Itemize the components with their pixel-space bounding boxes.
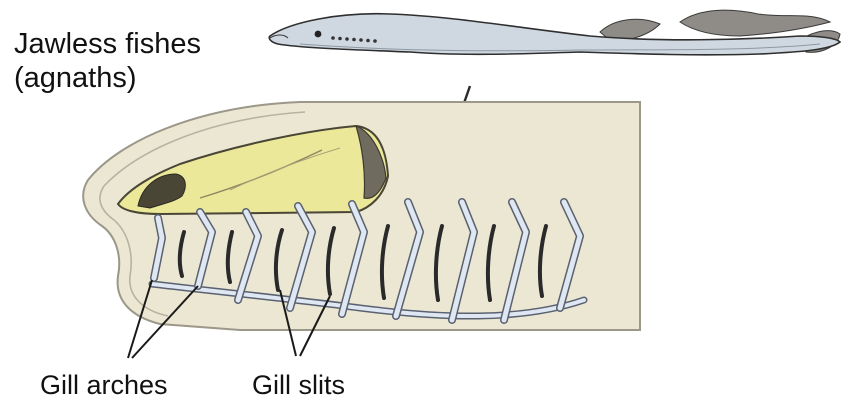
gill-slits-label: Gill slits [252,372,345,399]
title-line-1: Jawless fishes [14,30,201,59]
gill-arches-label: Gill arches [40,372,168,399]
head-section [83,102,640,330]
lamprey-eye [315,31,322,38]
lamprey-dorsal-fin-rear [680,10,830,36]
lamprey-illustration [269,10,840,55]
title-line-2: (agnaths) [14,64,137,93]
